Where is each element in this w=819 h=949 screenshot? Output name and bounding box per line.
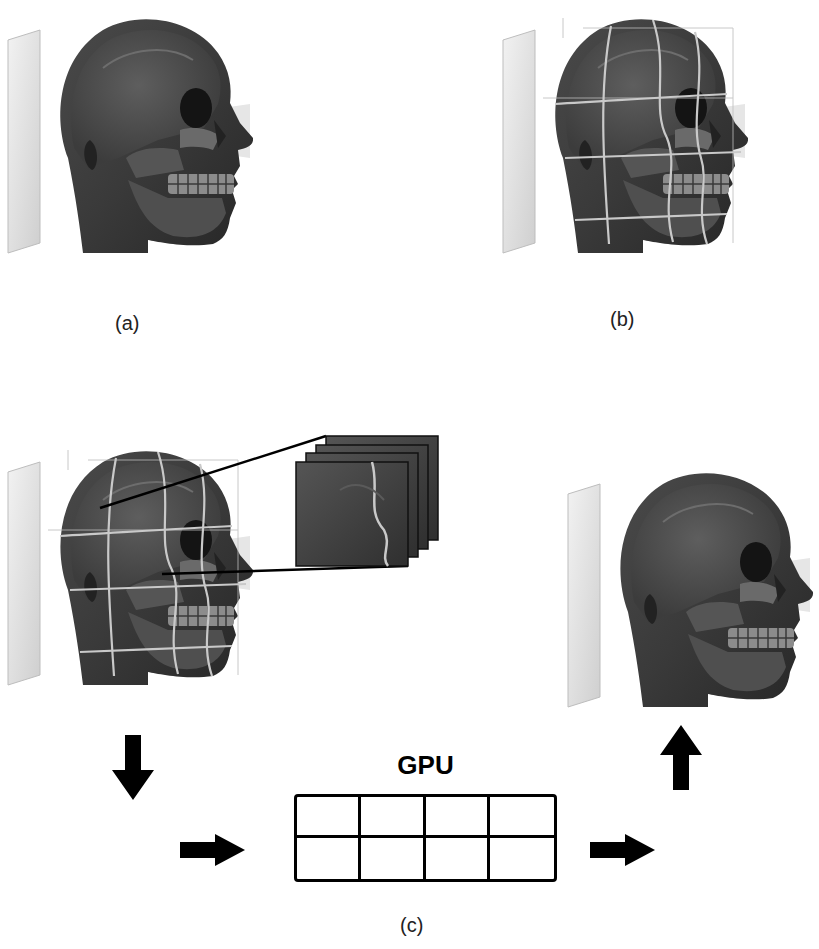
gpu-block: GPU xyxy=(294,748,557,882)
gpu-grid xyxy=(294,794,557,882)
tile-stack xyxy=(296,436,438,566)
node-heading: GPU xyxy=(294,748,557,782)
panel-label: (a) xyxy=(115,312,139,335)
gpu-core-cell xyxy=(361,797,425,838)
head-render-c-input xyxy=(8,450,253,685)
gpu-core-cell xyxy=(426,797,490,838)
head-render-a xyxy=(8,19,253,253)
gpu-core-cell xyxy=(297,838,361,879)
gpu-core-cell xyxy=(490,797,554,838)
head-render-b xyxy=(503,18,748,253)
gpu-core-cell xyxy=(490,838,554,879)
head-render-c-output xyxy=(568,473,813,707)
gpu-core-cell xyxy=(426,838,490,879)
panel-label: (b) xyxy=(610,308,634,331)
gpu-core-cell xyxy=(297,797,361,838)
panel-label: (c) xyxy=(400,914,423,937)
gpu-core-cell xyxy=(361,838,425,879)
